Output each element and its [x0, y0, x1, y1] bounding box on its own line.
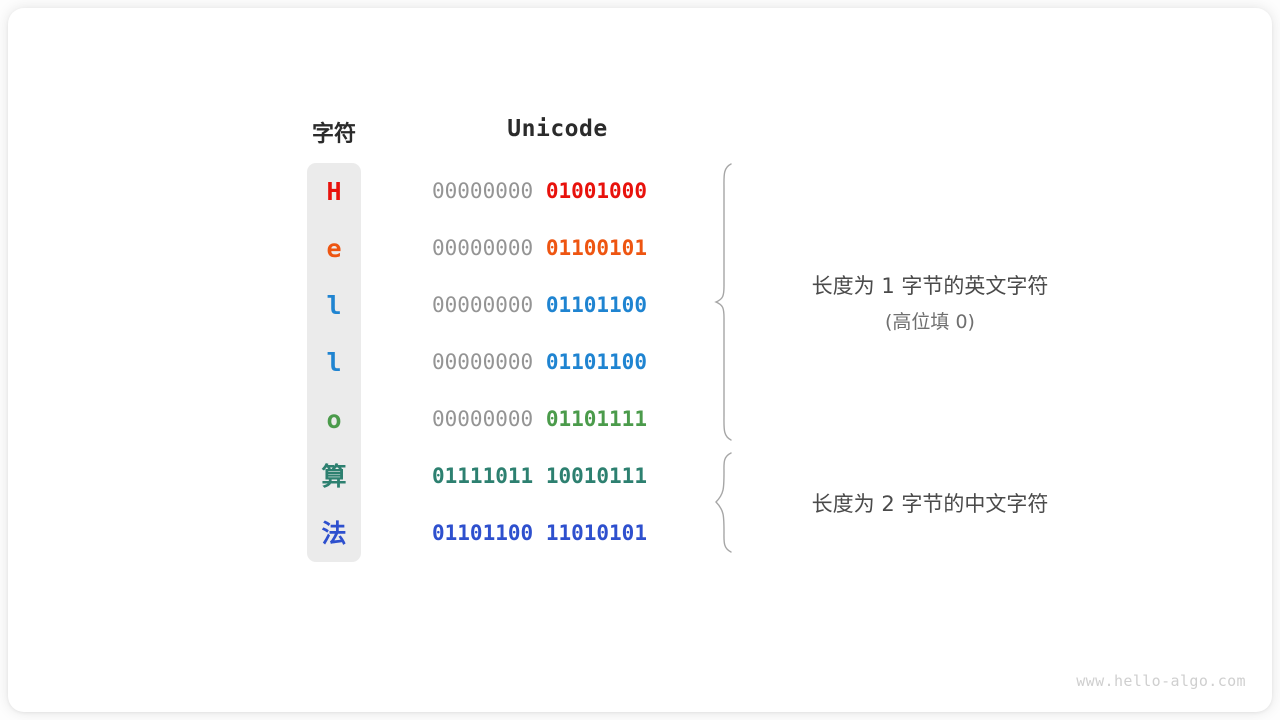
- row-high-byte: 01101100: [432, 521, 534, 545]
- row-unicode-bits: 00000000 01101100: [432, 334, 687, 391]
- annotation-english-group: 长度为 1 字节的英文字符 (高位填 0): [770, 270, 1090, 334]
- row-high-byte: 00000000: [432, 407, 534, 431]
- row-low-byte: 01101100: [545, 350, 647, 374]
- annotation-chinese-group: 长度为 2 字节的中文字符: [770, 488, 1090, 518]
- column-header-unicode: Unicode: [507, 116, 608, 142]
- column-header-character: 字符: [311, 122, 356, 147]
- row-unicode-bits: 01101100 11010101: [432, 505, 687, 562]
- encoding-row: 算 01111011 10010111: [307, 448, 687, 505]
- row-character: l: [326, 348, 342, 377]
- annotation-english-line1: 长度为 1 字节的英文字符: [811, 274, 1049, 298]
- encoding-row: 法 01101100 11010101: [307, 505, 687, 562]
- encoding-row: e 00000000 01100101: [307, 220, 687, 277]
- encoding-row: H 00000000 01001000: [307, 163, 687, 220]
- row-low-byte: 01101111: [545, 407, 647, 431]
- row-character: H: [326, 177, 342, 206]
- annotation-chinese-line1: 长度为 2 字节的中文字符: [811, 492, 1049, 516]
- row-unicode-bits: 00000000 01101111: [432, 391, 687, 448]
- row-high-byte: 00000000: [432, 179, 534, 203]
- row-character: o: [326, 405, 342, 434]
- row-low-byte: 11010101: [545, 521, 647, 545]
- encoding-row: o 00000000 01101111: [307, 391, 687, 448]
- encoding-row: l 00000000 01101100: [307, 334, 687, 391]
- row-low-byte: 01100101: [545, 236, 647, 260]
- character-column-background: [307, 163, 361, 562]
- row-unicode-bits: 00000000 01001000: [432, 163, 687, 220]
- row-unicode-bits: 00000000 01101100: [432, 277, 687, 334]
- content-card: [8, 8, 1272, 712]
- row-character: 法: [321, 519, 347, 548]
- annotation-english-line2: (高位填 0): [885, 311, 975, 333]
- row-high-byte: 00000000: [432, 236, 534, 260]
- row-high-byte: 01111011: [432, 464, 534, 488]
- encoding-row: l 00000000 01101100: [307, 277, 687, 334]
- row-high-byte: 00000000: [432, 293, 534, 317]
- row-low-byte: 01001000: [545, 179, 647, 203]
- row-character: e: [326, 234, 342, 263]
- row-character: 算: [321, 462, 347, 491]
- row-low-byte: 10010111: [545, 464, 647, 488]
- row-unicode-bits: 01111011 10010111: [432, 448, 687, 505]
- row-low-byte: 01101100: [545, 293, 647, 317]
- row-unicode-bits: 00000000 01100101: [432, 220, 687, 277]
- watermark: www.hello-algo.com: [1076, 672, 1246, 690]
- row-high-byte: 00000000: [432, 350, 534, 374]
- row-character: l: [326, 291, 342, 320]
